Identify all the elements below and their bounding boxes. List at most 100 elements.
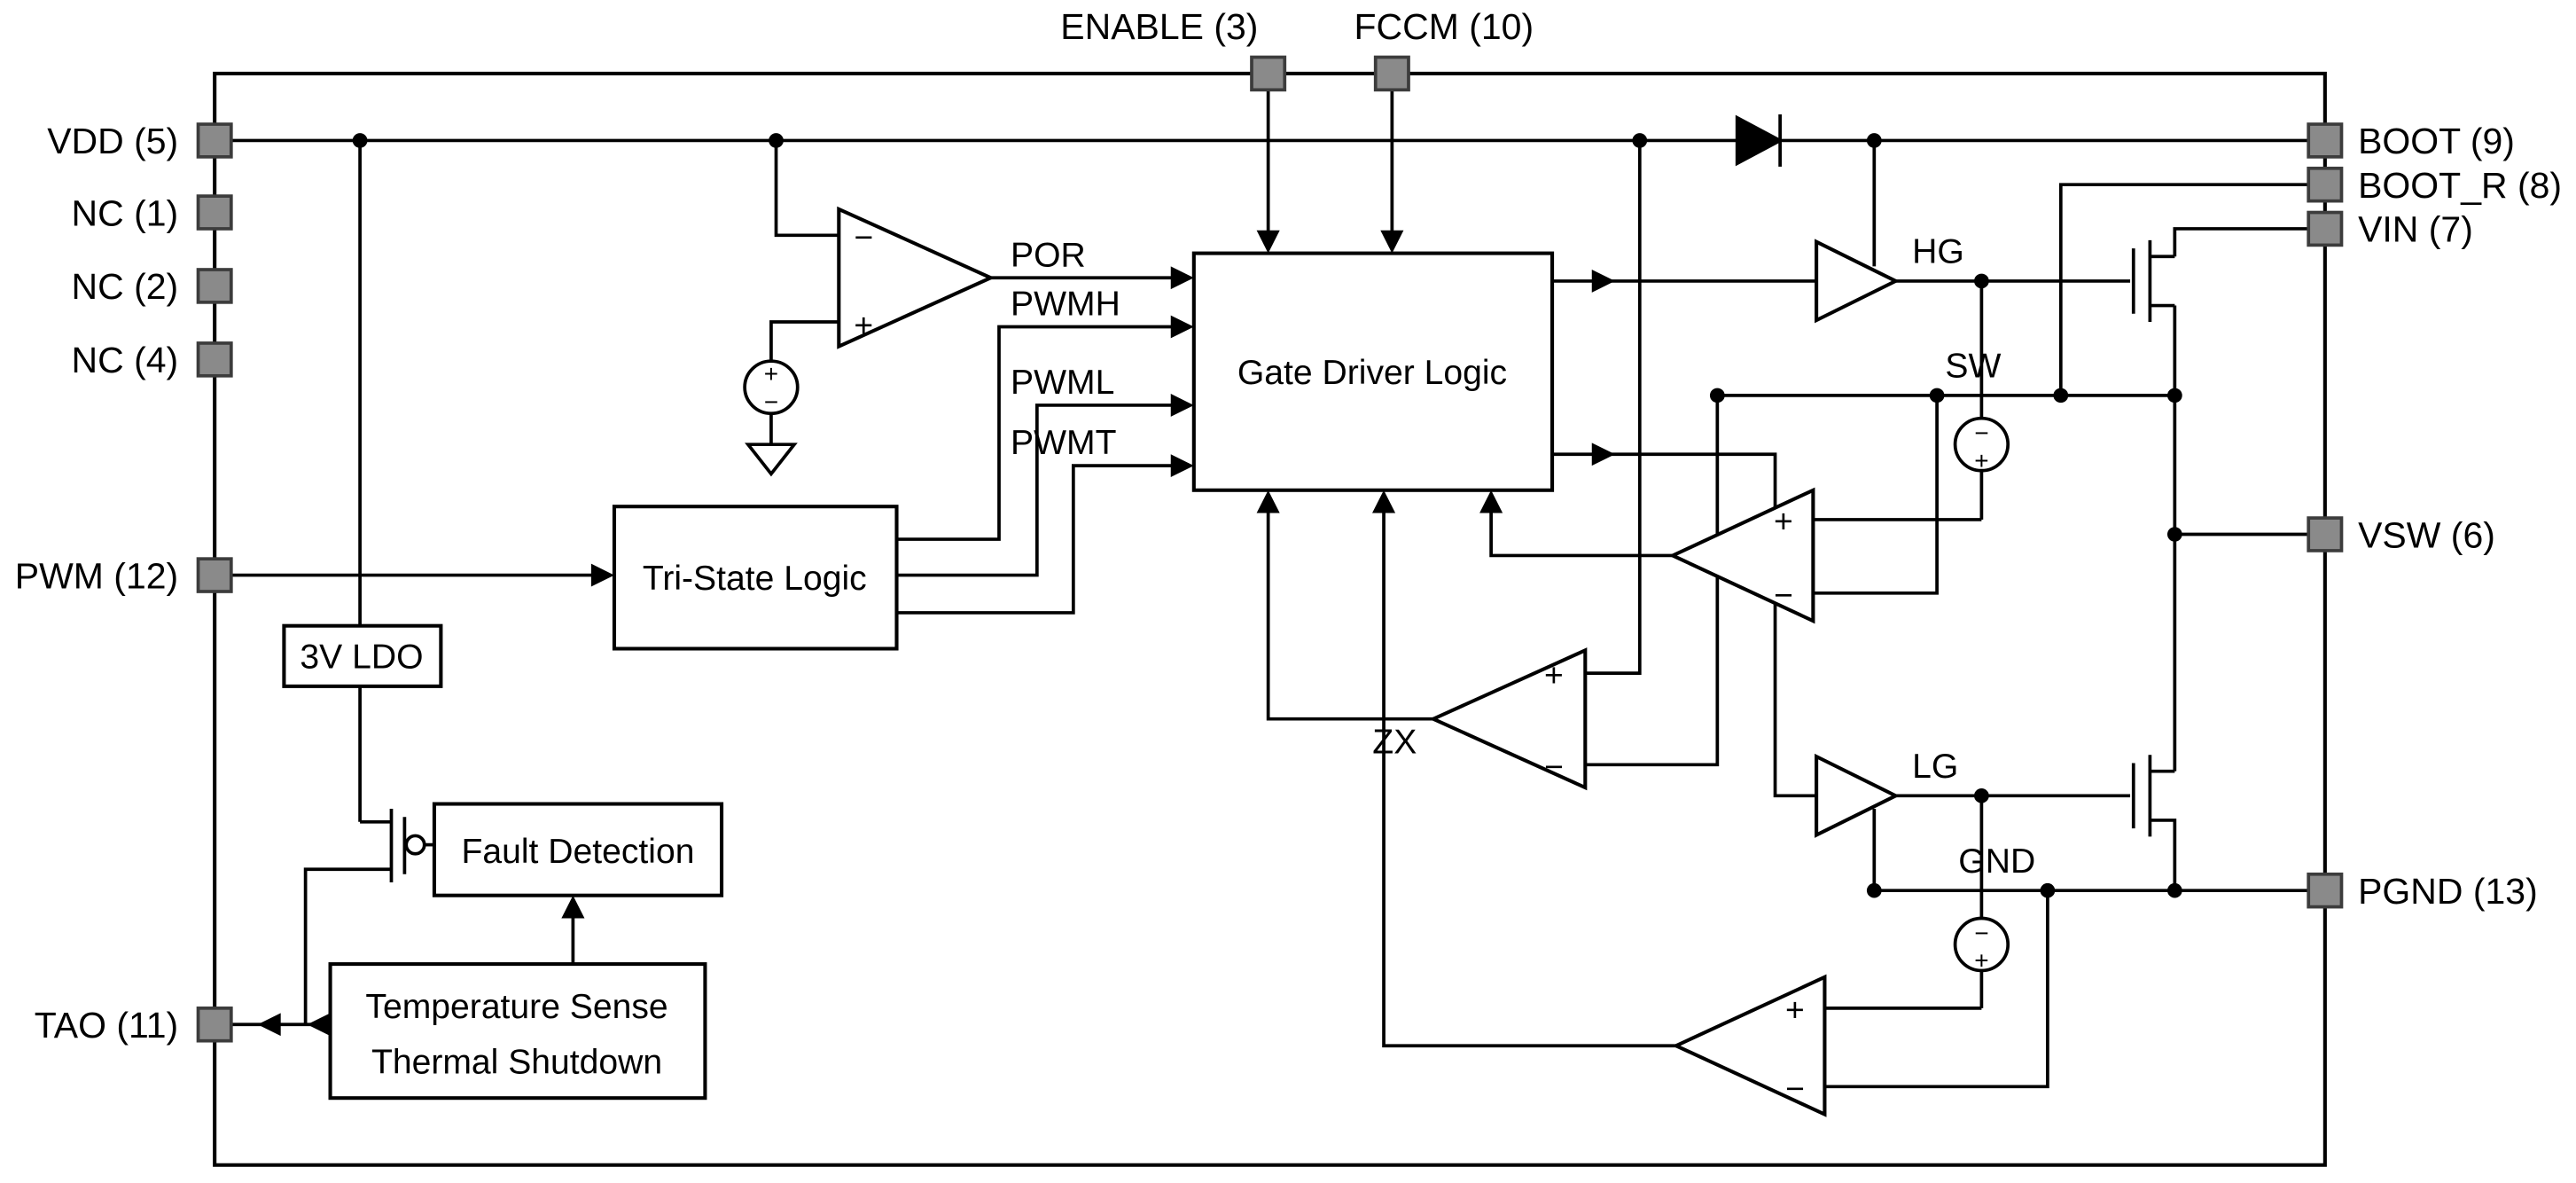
pin-pgnd-pad <box>2307 872 2344 909</box>
lg-offset-minus: − <box>1974 919 1988 946</box>
pin-vin: VIN (7) <box>2307 209 2473 250</box>
net-hg-label: HG <box>1912 233 1964 271</box>
hg-offset-plus: + <box>1974 447 1988 474</box>
pin-nc2-pad <box>196 268 233 304</box>
pin-pgnd-label: PGND (13) <box>2358 871 2538 912</box>
high-side-mosfet-icon <box>2131 239 2152 322</box>
hg-offset-source-icon: − + <box>1953 416 2010 474</box>
hg-comp-minus: − <box>1774 576 1793 614</box>
pin-fccm: FCCM (10) <box>1354 6 1534 92</box>
pin-vin-label: VIN (7) <box>2358 209 2473 250</box>
pin-pwm-label: PWM (12) <box>15 556 178 597</box>
arrow-hg-fb-icon <box>1479 490 1503 513</box>
pin-nc1-pad <box>196 194 233 231</box>
low-side-mosfet-icon <box>2131 755 2152 837</box>
zx-comparator-icon: + − <box>1428 647 1588 791</box>
por-plus: + <box>854 307 873 344</box>
net-zx-label: ZX <box>1372 724 1417 762</box>
wire-comp-hg-out <box>1489 501 1674 558</box>
block-fault-detection: Fault Detection <box>432 802 724 897</box>
pin-nc4-label: NC (4) <box>72 340 179 380</box>
pin-vsw-label: VSW (6) <box>2358 514 2495 555</box>
pin-tao: TAO (11) <box>35 1005 233 1046</box>
pin-boot: BOOT (9) <box>2307 121 2515 161</box>
block-temperature-sense: Temperature Sense Thermal Shutdown <box>328 962 707 1101</box>
arrow-pwmh-icon <box>1170 315 1194 339</box>
pin-pwm: PWM (12) <box>15 556 233 597</box>
por-minus: − <box>854 218 873 255</box>
pin-fccm-pad <box>1373 55 1410 92</box>
pin-vsw: VSW (6) <box>2307 514 2495 555</box>
hg-sense-comparator-icon: + − <box>1668 487 1815 624</box>
zx-plus: + <box>1544 656 1564 693</box>
net-sw-label: SW <box>1945 348 2001 386</box>
arrow-por-icon <box>1170 266 1194 290</box>
pin-nc4-pad <box>196 341 233 378</box>
junction-dots <box>352 133 2182 898</box>
pin-enable-pad <box>1250 55 1287 92</box>
wire-comp-lg-out <box>1382 501 1676 1048</box>
pin-vdd: VDD (5) <box>47 121 233 161</box>
boot-diode-icon <box>1735 114 1784 167</box>
arrowheads <box>257 230 1615 1037</box>
wire-por-ref <box>769 320 839 362</box>
gate-driver-logic-label: Gate Driver Logic <box>1237 354 1507 392</box>
block-3v-ldo: 3V LDO <box>282 623 443 688</box>
pin-tao-label: TAO (11) <box>35 1005 178 1046</box>
fault-pfet-icon <box>389 809 426 882</box>
wire-zx-plus <box>1585 140 1642 675</box>
arrow-lg-fb-icon <box>1372 490 1396 513</box>
pin-vdd-pad <box>196 122 233 159</box>
wire-fet-source-to-tao <box>303 867 392 1025</box>
net-lg-label: LG <box>1912 748 1958 786</box>
lg-offset-plus: + <box>1974 947 1988 975</box>
wire-vdd-to-por-comp <box>774 140 839 238</box>
lg-comp-minus: − <box>1785 1069 1805 1107</box>
block-gate-driver-logic: Gate Driver Logic <box>1191 251 1555 492</box>
net-gnd-label: GND <box>1958 842 2035 881</box>
net-pwmh-label: PWMH <box>1011 286 1120 324</box>
thermal-shutdown-label: Thermal Shutdown <box>371 1044 662 1082</box>
hg-offset-minus: − <box>1974 419 1988 447</box>
pin-boot-r-pad <box>2307 166 2344 203</box>
wire-zx-minus <box>1585 395 1720 767</box>
block-tri-state-logic: Tri-State Logic <box>612 505 899 651</box>
wire-boot-r <box>2058 183 2309 396</box>
net-pwml-label: PWML <box>1011 364 1114 402</box>
pin-pwm-pad <box>196 557 233 593</box>
wire-zx-out <box>1266 501 1433 721</box>
pin-boot-label: BOOT (9) <box>2358 121 2515 161</box>
wire-pwmt <box>896 464 1175 615</box>
por-comparator-icon: − + <box>837 206 995 349</box>
pin-nc1: NC (1) <box>72 192 233 233</box>
arrow-tao-out2-icon <box>307 1013 331 1037</box>
arrow-zx-fb-icon <box>1256 490 1280 513</box>
arrow-pwm-in-icon <box>590 563 614 587</box>
lg-comp-plus: + <box>1785 991 1805 1029</box>
pin-nc2: NC (2) <box>72 266 233 307</box>
pin-vin-pad <box>2307 210 2344 247</box>
wire-vin <box>2173 227 2309 257</box>
pin-nc2-label: NC (2) <box>72 266 179 307</box>
net-por-label: POR <box>1011 237 1086 275</box>
wire-comp-lg-minus <box>1824 890 2049 1089</box>
pin-boot-r-label: BOOT_R (8) <box>2358 165 2562 206</box>
wire-pwmh <box>896 325 1175 541</box>
pin-vsw-pad <box>2307 516 2344 552</box>
arrow-pwml-icon <box>1170 394 1194 417</box>
por-reference-source-icon: + − <box>743 359 800 415</box>
hg-driver-icon <box>1815 239 1901 324</box>
temperature-sense-label: Temperature Sense <box>365 988 667 1026</box>
arrow-hg-ctrl-icon <box>1591 270 1615 293</box>
pin-nc4: NC (4) <box>72 340 233 380</box>
fault-detection-label: Fault Detection <box>461 833 694 871</box>
tri-state-logic-label: Tri-State Logic <box>643 560 867 598</box>
pin-tao-pad <box>196 1007 233 1043</box>
wire-lfet-source <box>2150 819 2177 891</box>
arrow-fccm-icon <box>1380 230 1404 254</box>
wire-lg-ctrl <box>1552 452 1817 798</box>
pin-pgnd: PGND (13) <box>2307 871 2538 912</box>
pin-enable: ENABLE (3) <box>1060 6 1287 92</box>
zx-minus: − <box>1544 748 1564 785</box>
